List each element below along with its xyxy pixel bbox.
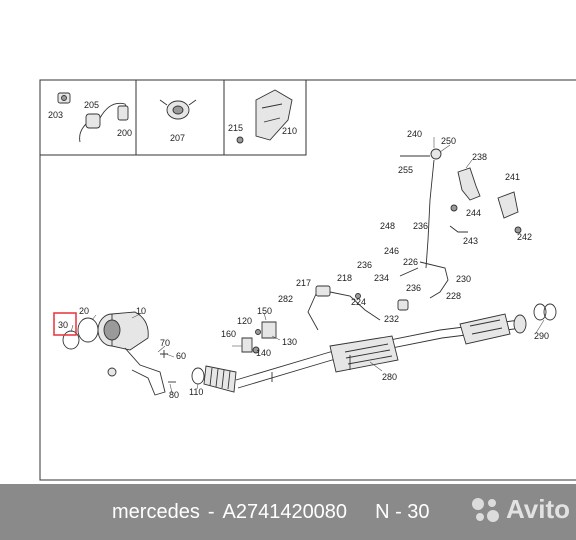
bracket-210-drawing	[236, 89, 293, 144]
label-10: 10	[136, 306, 146, 316]
label-232: 232	[384, 314, 399, 324]
label-210: 210	[282, 126, 297, 136]
label-290: 290	[534, 331, 549, 341]
label-243: 243	[463, 236, 478, 246]
label-238: 238	[472, 152, 487, 162]
label-70: 70	[160, 338, 170, 348]
label-280: 280	[382, 372, 397, 382]
diagram-frame	[39, 79, 576, 481]
label-242: 242	[517, 232, 532, 242]
label-282: 282	[278, 294, 293, 304]
label-228: 228	[446, 291, 461, 301]
label-244: 244	[466, 208, 481, 218]
inset-box-bracket	[223, 79, 307, 156]
label-20: 20	[79, 306, 89, 316]
listing-footer: mercedes - A2741420080 N - 30 Avito	[0, 484, 576, 540]
clamp-20-drawing	[62, 317, 99, 350]
label-226: 226	[403, 257, 418, 267]
label-110: 110	[189, 387, 203, 397]
label-30: 30	[58, 320, 68, 330]
label-120: 120	[237, 316, 252, 326]
tail-290-drawing	[533, 303, 557, 321]
callout-labels: 203 205 200 207 215 210 240 250 238 255 …	[48, 100, 549, 400]
label-218: 218	[337, 273, 352, 283]
sensor-lines-drawing	[307, 261, 449, 331]
leader-lines	[70, 137, 545, 394]
part-number: A2741420080	[222, 500, 348, 523]
exhaust-system-diagram: 203 205 200 207 215 210 240 250 238 255 …	[39, 79, 576, 481]
label-130: 130	[282, 337, 297, 347]
label-236c: 236	[406, 283, 421, 293]
highlight-box-30	[53, 312, 77, 336]
label-255: 255	[398, 165, 413, 175]
label-60: 60	[176, 351, 186, 361]
label-248: 248	[380, 221, 395, 231]
label-234: 234	[374, 273, 389, 283]
part-207-drawing	[159, 99, 197, 120]
label-200: 200	[117, 128, 132, 138]
brand-name: mercedes	[112, 500, 200, 523]
label-246: 246	[384, 246, 399, 256]
pipe-240-drawing	[400, 148, 522, 269]
hangers-drawing	[241, 321, 277, 354]
label-207: 207	[170, 133, 185, 143]
label-250: 250	[441, 136, 456, 146]
label-140: 140	[256, 348, 271, 358]
label-240: 240	[407, 129, 422, 139]
footer-separator: -	[207, 500, 215, 523]
label-241: 241	[505, 172, 520, 182]
label-80: 80	[169, 390, 179, 400]
diagram-reference: N - 30	[375, 500, 430, 523]
sensor-inset-drawing	[57, 92, 129, 143]
label-215: 215	[228, 123, 243, 133]
catalytic-converter-10-drawing	[97, 311, 166, 396]
muffler-280-drawing	[235, 313, 527, 389]
label-236a: 236	[413, 221, 428, 231]
label-224: 224	[351, 297, 366, 307]
avito-dots-icon	[471, 497, 499, 522]
avito-watermark: Avito	[468, 494, 570, 525]
label-217: 217	[296, 278, 311, 288]
label-205: 205	[84, 100, 99, 110]
label-236b: 236	[357, 260, 372, 270]
label-150: 150	[257, 306, 272, 316]
label-230: 230	[456, 274, 471, 284]
small-parts-drawing	[107, 350, 176, 383]
label-160: 160	[221, 329, 236, 339]
avito-wordmark: Avito	[505, 494, 570, 524]
label-203: 203	[48, 110, 63, 120]
